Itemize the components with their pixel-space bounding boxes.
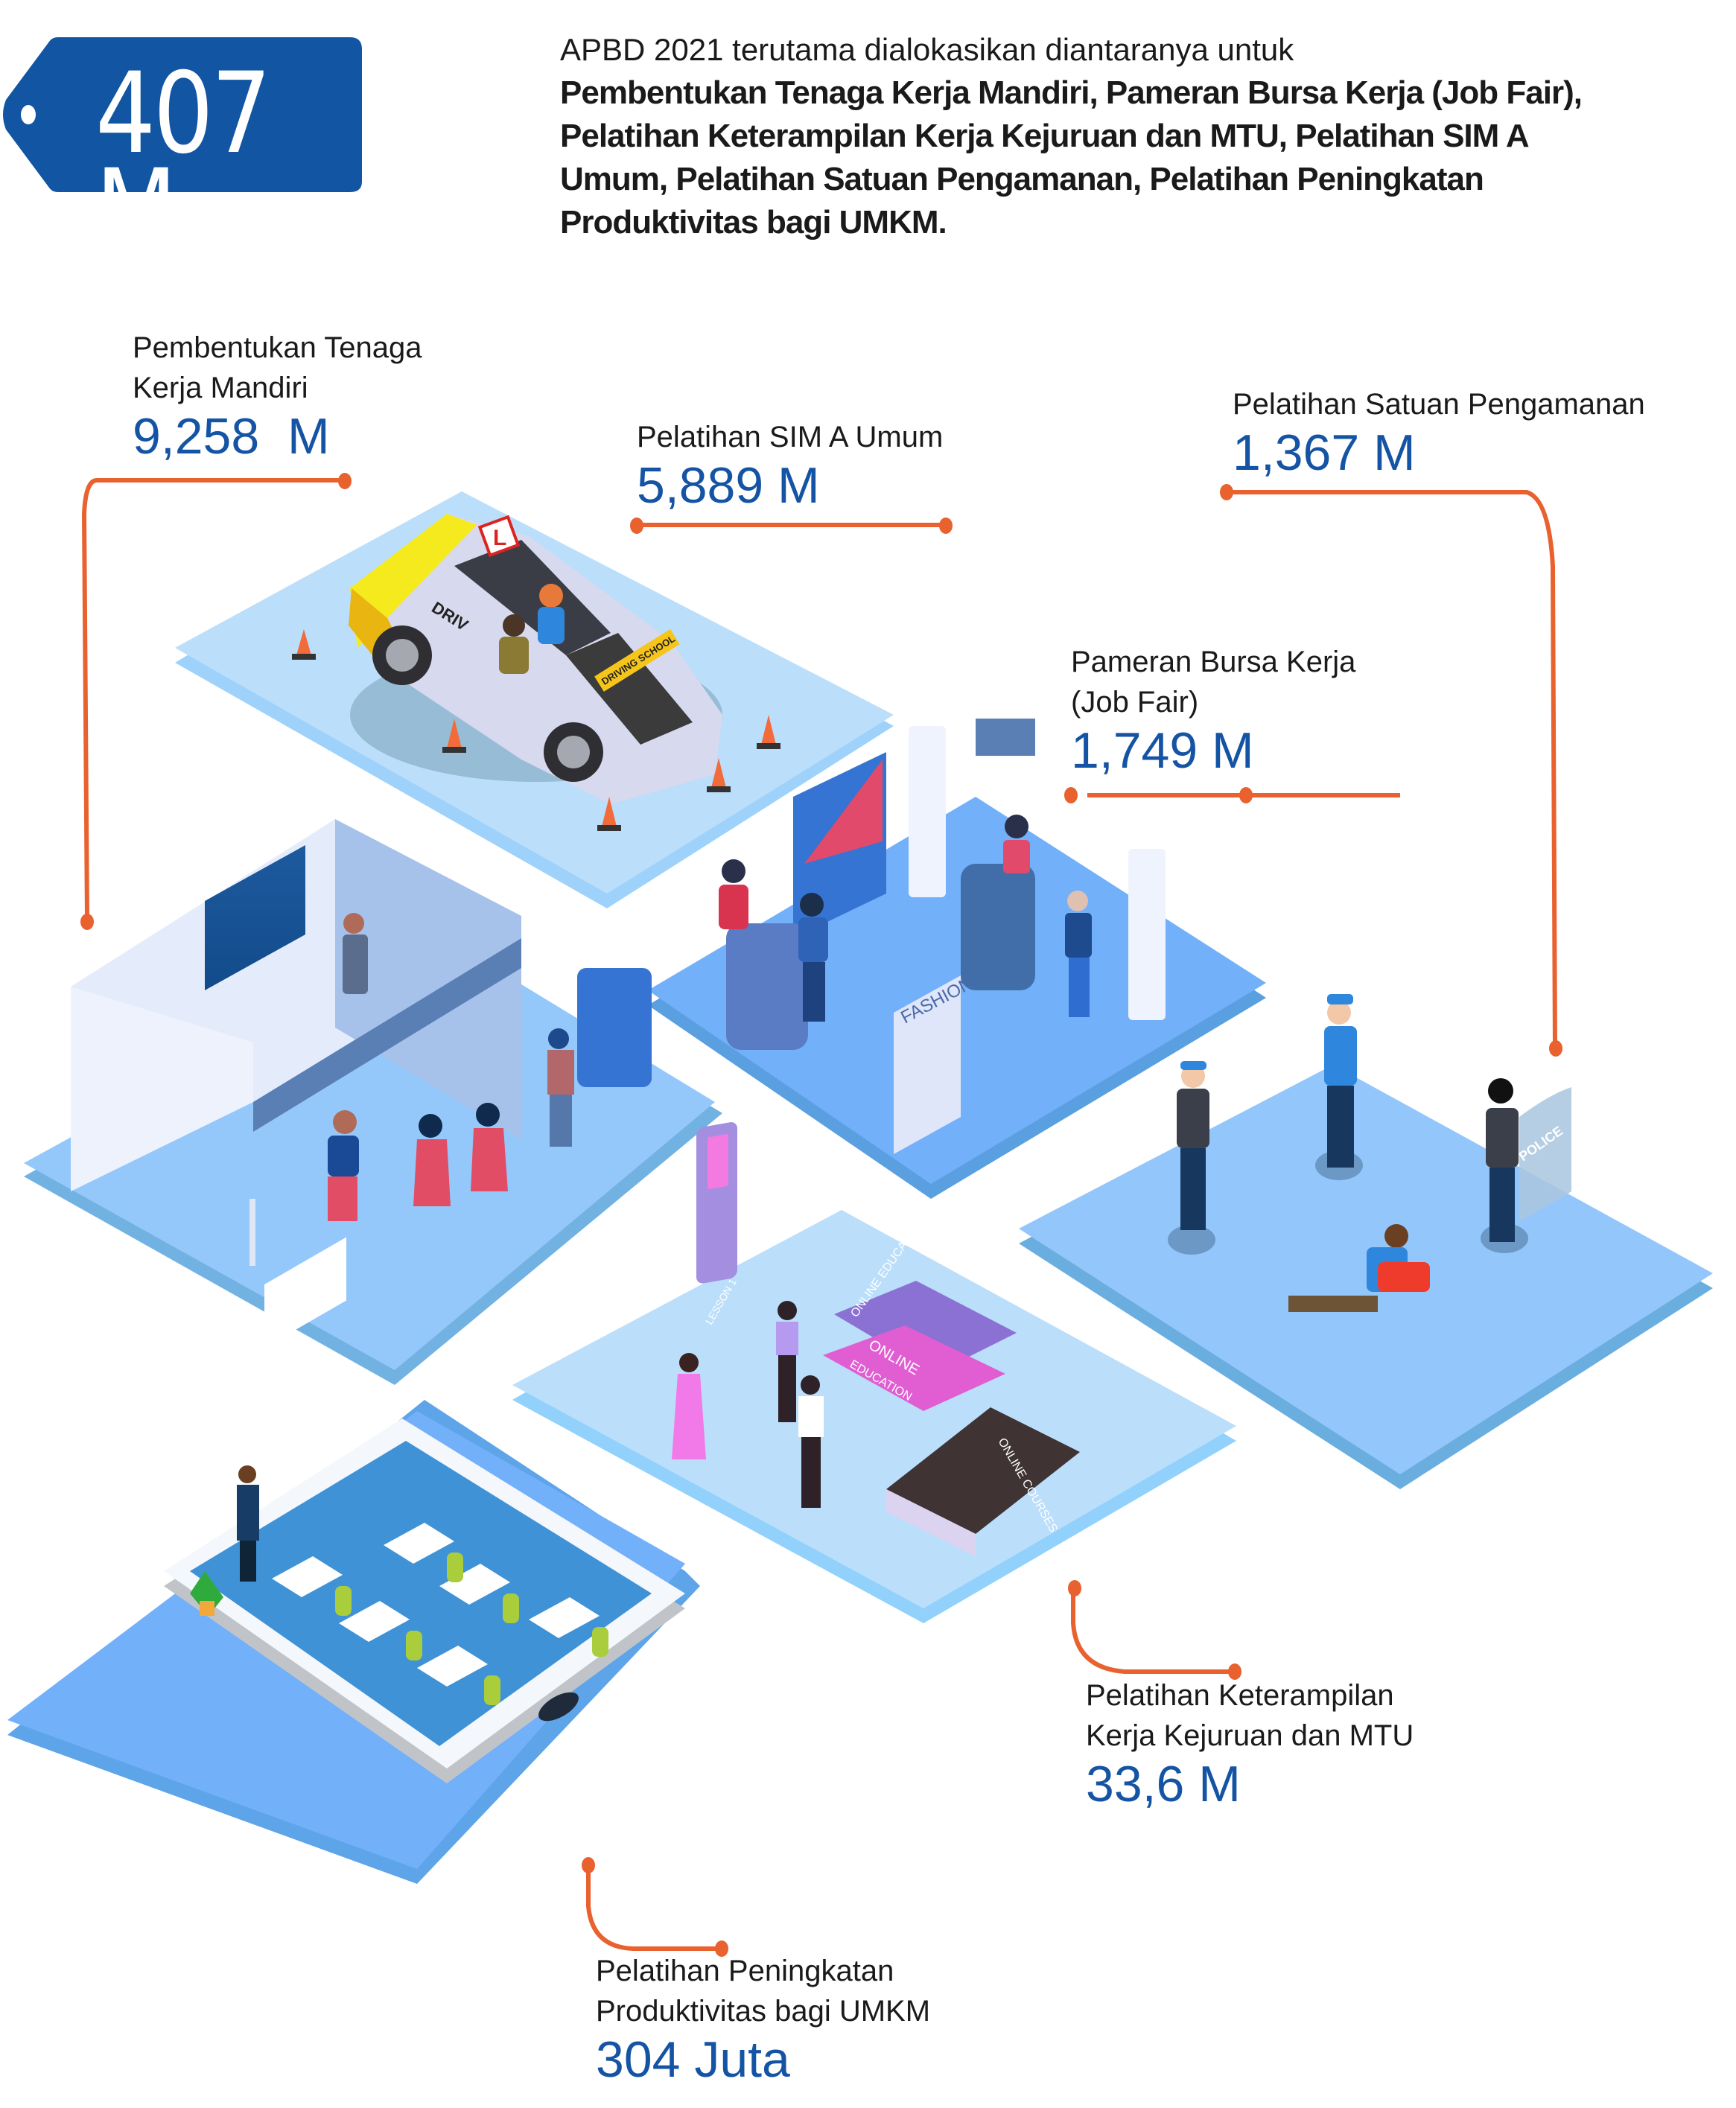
book-online-courses (886, 1407, 1080, 1534)
security-officers: POLICE (1168, 994, 1571, 1312)
allocation-label: Pelatihan Satuan Pengamanan (1233, 388, 1645, 421)
plant-icon (190, 1571, 223, 1616)
allocation-keterampilan-kerja: Pelatihan Keterampilan Kerja Kejuruan da… (1086, 1675, 1414, 1812)
price-tag-icon (3, 37, 362, 192)
connector-dot-icon (715, 1940, 728, 1957)
allocation-label: Pelatihan Keterampilan (1086, 1679, 1394, 1712)
connector-dot-icon (1228, 1663, 1241, 1680)
student-chairs (335, 1553, 608, 1705)
detained-person (1378, 1262, 1430, 1292)
tag-hole-icon (21, 105, 36, 124)
traffic-cone-icon (442, 719, 466, 753)
visitor-figure (471, 1128, 508, 1191)
visitor-figure (413, 1139, 451, 1206)
allocation-satuan-pengamanan: Pelatihan Satuan Pengamanan 1,367 M (1233, 384, 1645, 481)
fashion-poster (894, 975, 961, 1154)
allocation-label: Pembentukan Tenaga (133, 331, 422, 364)
intro-lead: APBD 2021 terutama dialokasikan diantara… (560, 32, 1294, 67)
intro-bold-line: Produktivitas bagi UMKM. (560, 204, 947, 241)
intro-bold-line: Umum, Pelatihan Satuan Pengamanan, Pelat… (560, 161, 1484, 197)
total-budget-tag: 407 M (0, 36, 365, 267)
connector-dot-icon (338, 473, 352, 489)
connector-keterampilan (1071, 1588, 1233, 1674)
riot-shield-icon (1519, 1087, 1571, 1221)
allocation-label: (Job Fair) (1071, 686, 1199, 719)
traffic-cone-icon (707, 758, 731, 792)
connector-dot-icon (630, 518, 643, 534)
allocation-value: 1,749 M (1071, 722, 1254, 779)
receptionist-figure (1003, 840, 1030, 873)
connector-dot-icon (582, 1857, 595, 1873)
learner-plate-icon (477, 515, 521, 558)
connector-satuan-pengamanan (1227, 490, 1557, 1047)
allocation-value: 1,367 M (1233, 424, 1416, 481)
connector-dot-icon (1549, 1040, 1562, 1057)
allocation-label: Pelatihan SIM A Umum (637, 421, 944, 453)
allocation-value: 5,889 M (637, 457, 820, 514)
allocation-value: 9,258 M (133, 408, 330, 465)
kiosk-screen-icon (577, 968, 652, 1087)
allocation-label: Pelatihan Peningkatan (596, 1955, 894, 1987)
intro-bold-line: Pembentukan Tenaga Kerja Mandiri, Pamera… (560, 74, 1583, 111)
connector-dot-icon (939, 518, 953, 534)
connector-dots (80, 473, 1562, 1957)
allocation-tenaga-kerja-mandiri: Pembentukan Tenaga Kerja Mandiri 9,258 M (133, 328, 422, 465)
connector-dot-icon (1064, 787, 1078, 803)
visitor-figure (328, 1176, 357, 1221)
teacher-figure (240, 1541, 256, 1582)
driving-school-car: L DRIV DRIVING SCHOOL (349, 514, 722, 804)
officer-figure (1489, 1168, 1515, 1242)
presenter-figure (343, 934, 368, 994)
intro-text: APBD 2021 terutama dialokasikan diantara… (560, 28, 1722, 244)
connector-dot-icon (1220, 484, 1233, 500)
allocation-label: Produktivitas bagi UMKM (596, 1995, 931, 2028)
traffic-cone-icon (757, 715, 780, 749)
traffic-cones (292, 629, 780, 831)
tablet-screen (190, 1441, 652, 1746)
connector-dot-icon (1239, 787, 1253, 803)
traffic-cone-icon (292, 629, 316, 660)
intro-bold-line: Pelatihan Keterampilan Kerja Kejuruan da… (560, 118, 1530, 154)
connector-lines (81, 478, 1557, 1951)
allocation-sim-a-umum: Pelatihan SIM A Umum 5,889 M (637, 417, 943, 514)
tablet-home-button (538, 1692, 579, 1722)
learner-plate-text: L (493, 526, 506, 550)
traffic-cone-icon (597, 797, 621, 831)
student-desks (272, 1523, 600, 1687)
officer-figure (1327, 1086, 1354, 1168)
allocation-job-fair: Pameran Bursa Kerja (Job Fair) 1,749 M (1071, 642, 1355, 779)
total-budget-value: 407 M (95, 49, 272, 276)
connector-tenaga-kerja (81, 478, 343, 920)
recruiter-figure (719, 885, 748, 929)
allocation-produktivitas-umkm: Pelatihan Peningkatan Produktivitas bagi… (596, 1951, 930, 2088)
allocation-value: 33,6 M (1086, 1756, 1241, 1812)
job-fair-stands: FASHION (719, 719, 1166, 1154)
allocation-label: Kerja Kejuruan dan MTU (1086, 1719, 1414, 1752)
allocation-label: Kerja Mandiri (133, 372, 308, 404)
connector-dot-icon (1068, 1580, 1081, 1596)
whiteboard (264, 1237, 346, 1348)
connector-umkm (586, 1865, 721, 1951)
allocation-value: 304 Juta (596, 2031, 790, 2088)
classroom-tablet (164, 1237, 685, 1783)
connector-dot-icon (80, 914, 94, 930)
officer-figure (1180, 1148, 1206, 1230)
banner-stand (909, 726, 946, 897)
book-online-education (834, 1281, 1017, 1374)
banner-stand (1128, 849, 1166, 1020)
presentation-screen-icon (205, 845, 305, 990)
platform-online-education (512, 1210, 1236, 1623)
allocation-label: Pameran Bursa Kerja (1071, 646, 1356, 678)
exhibition-booth (71, 819, 652, 1266)
reception-desk (961, 864, 1035, 990)
